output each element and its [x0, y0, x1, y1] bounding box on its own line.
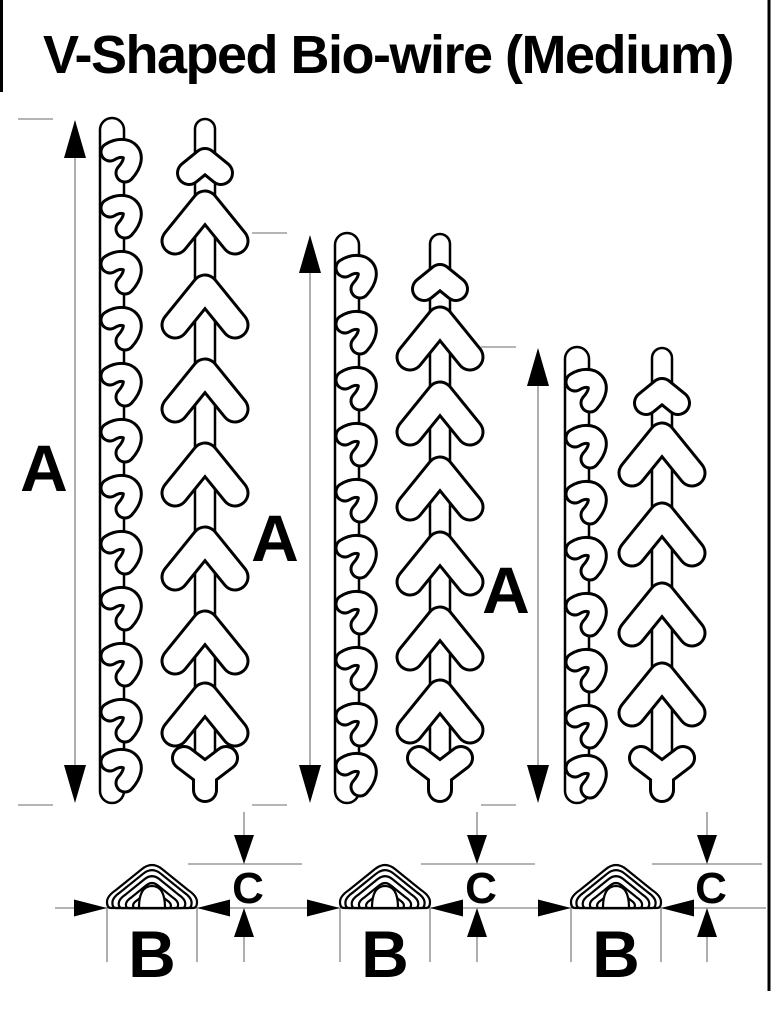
label-a-3: A: [482, 553, 530, 627]
front-view-3: [632, 346, 692, 790]
label-a-1: A: [20, 431, 68, 505]
wire-group-1: A: [18, 116, 235, 806]
wire-profile: [107, 865, 197, 908]
wire-profile: [340, 865, 430, 908]
wire-profile: [571, 865, 661, 908]
front-view-2: [410, 232, 470, 790]
front-view-1: [175, 117, 235, 790]
cross-section-1: B C: [74, 812, 302, 991]
label-c-3: C: [695, 864, 727, 913]
label-b-2: B: [361, 917, 409, 991]
cross-section-3: B C: [538, 812, 762, 991]
side-view-1: [98, 116, 132, 805]
label-b-1: B: [128, 917, 176, 991]
side-view-3: [563, 345, 597, 805]
dimension-arrow-a-2: [299, 235, 321, 803]
label-a-2: A: [251, 501, 299, 575]
dimension-arrow-a-1: [64, 120, 86, 803]
cross-section-2: B C: [307, 812, 535, 991]
dimension-arrow-a-3: [527, 348, 549, 803]
page-title: V-Shaped Bio-wire (Medium): [42, 25, 735, 85]
label-c-1: C: [232, 864, 264, 913]
wire-group-2: A: [251, 231, 470, 806]
side-view-2: [333, 231, 367, 805]
wire-group-3: A: [481, 345, 692, 806]
label-c-2: C: [465, 864, 497, 913]
label-b-3: B: [592, 917, 640, 991]
